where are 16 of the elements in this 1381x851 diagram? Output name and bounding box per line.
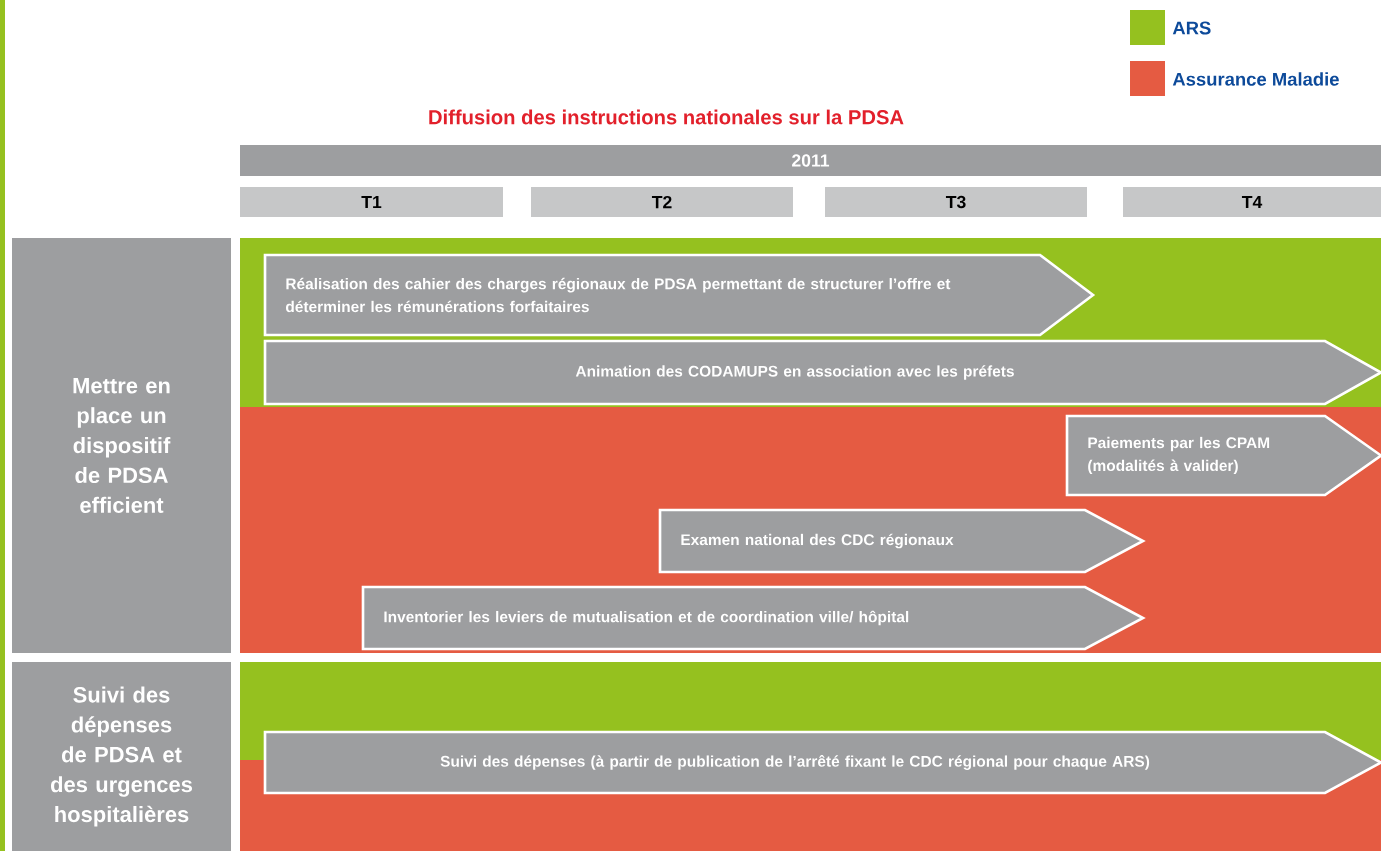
task-bar: Animation des CODAMUPS en association avec les préfets — [263, 339, 1381, 406]
heading: Diffusion des instructions nationales sur la PDSA — [429, 109, 904, 125]
quarter-box: T4 — [1123, 187, 1381, 217]
year-bar: 2011 — [240, 145, 1381, 176]
task-bar: Examen national des CDC régionaux — [658, 508, 1146, 574]
quarter-box: T2 — [531, 187, 793, 217]
task-bar: Suivi des dépenses (à partir de publication de l’arrêté fixant le CDC régional pour chaque ARS) — [263, 730, 1381, 795]
legend-label: Assurance Maladie — [1172, 72, 1339, 86]
row-header-box: Suivi des dépenses de PDSA et des urgences hospitalières — [12, 662, 231, 851]
task-bar: Inventorier les leviers de mutualisation et de coordination ville/ hôpital — [361, 585, 1146, 651]
task-bar: Paiements par les CPAM (modalités à valider) — [1065, 414, 1381, 497]
task-bar: Réalisation des cahier des charges régionaux de PDSA permettant de structurer l’offre et déterminer les rémunérations forfaitaires — [263, 253, 1096, 337]
legend-label: ARS — [1172, 21, 1211, 35]
row-header-box: Mettre en place un dispositif de PDSA efficient — [12, 238, 231, 653]
quarter-box: T3 — [825, 187, 1087, 217]
quarter-box: T1 — [240, 187, 503, 217]
